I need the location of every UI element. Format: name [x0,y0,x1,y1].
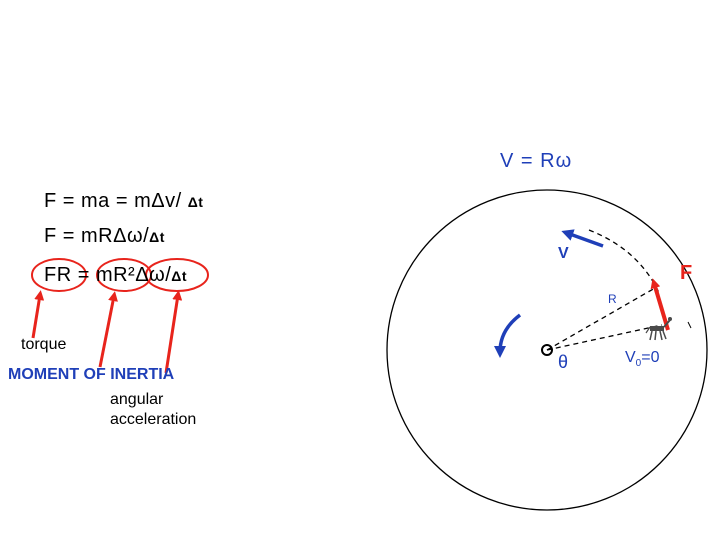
acceleration-label: acceleration [110,411,197,428]
force-arrow [650,278,670,331]
velocity-arrow [561,229,604,248]
v0-symbol: V [625,349,636,366]
v0-subscript: 0 [635,358,642,370]
equation-line-1: F = ma = mΔv/ Δt [44,190,203,213]
radius-line-lower [546,324,663,351]
equation-2-main: F = mRΔω/ [44,225,150,247]
inertia-pointer [98,291,118,368]
rotation-circle [386,189,708,511]
initial-velocity-label: V0=0 [625,349,659,369]
equation-1-dt: Δt [187,194,204,210]
torque-pointer [31,290,45,339]
theta-label: θ [558,352,569,372]
edge-tick-icon [687,321,692,329]
v0-value: =0 [641,349,660,366]
equation-1-main: F = ma = mΔv/ [44,190,188,212]
equation-3-dt: Δt [171,268,187,284]
radius-label: R [608,292,617,306]
radius-line-upper [546,287,656,351]
rotation-arrow [494,313,522,358]
equation-line-3: FR = mR²Δω/Δt [44,264,187,287]
equation-2-dt: Δt [149,229,165,245]
dashed-arc [588,229,661,296]
equation-line-2: F = mRΔω/Δt [44,225,165,248]
velocity-vector-label: V [558,245,569,262]
force-label: F [680,262,693,284]
horse-icon [645,317,672,341]
mr2-ellipse [96,258,152,292]
moment-of-inertia-label: MOMENT OF INERTIA [8,366,175,383]
angular-label: angular [110,391,164,408]
equation-3-main: FR = mR²Δω/ [44,264,172,286]
torque-label: torque [21,336,67,353]
torque-ellipse [31,258,87,292]
accel-pointer [164,290,183,374]
velocity-formula: V = Rω [500,150,573,172]
